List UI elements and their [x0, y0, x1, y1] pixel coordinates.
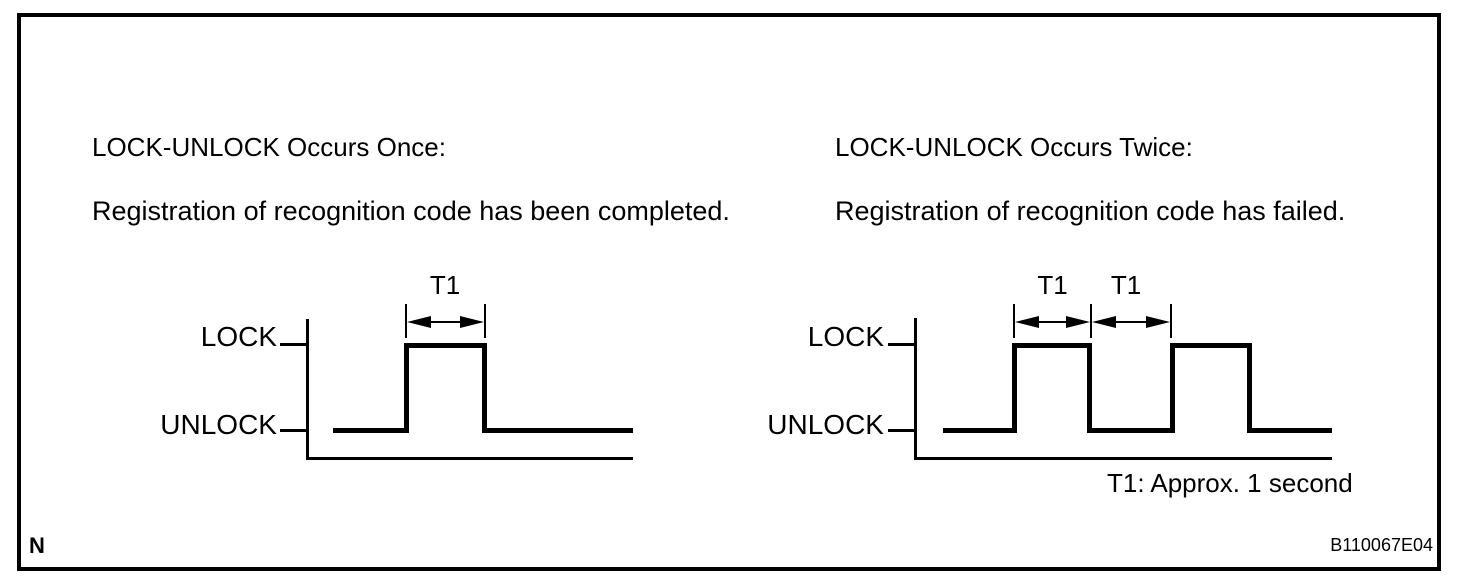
- waveform-rising-edge: [1012, 343, 1017, 433]
- arrowhead-left-icon: [1092, 316, 1116, 328]
- t1-extension-line-left: [1013, 304, 1015, 338]
- horizontal-baseline: [306, 457, 633, 460]
- panel-twice-description: Registration of recognition code has fai…: [835, 196, 1346, 226]
- t1-label: T1: [1110, 270, 1142, 300]
- t1-dimension-arrow-icon: [1015, 315, 1090, 329]
- arrowhead-left-icon: [1015, 316, 1039, 328]
- lock-level-label: LOCK: [807, 321, 884, 352]
- page-marker: N: [29, 533, 45, 558]
- waveform-unlock-segment: [1247, 428, 1332, 433]
- t1-extension-line-right: [484, 304, 486, 338]
- waveform-unlock-segment: [482, 428, 633, 433]
- waveform-unlock-segment: [333, 428, 409, 433]
- horizontal-baseline: [914, 457, 1332, 460]
- waveform-falling-edge: [1087, 343, 1092, 433]
- arrowhead-right-icon: [1146, 316, 1170, 328]
- t1-label: T1: [1037, 270, 1068, 300]
- waveform-lock-segment: [404, 343, 487, 348]
- t1-extension-line-left: [405, 304, 407, 338]
- figure-code: B110067E04: [1330, 535, 1433, 555]
- panel-twice-title: LOCK-UNLOCK Occurs Twice:: [835, 132, 1193, 162]
- waveform-rising-edge: [404, 343, 409, 433]
- arrowhead-left-icon: [407, 316, 431, 328]
- t1-dimension-arrow-icon: [407, 315, 484, 329]
- lock-level-tick: [280, 343, 308, 346]
- unlock-level-label: UNLOCK: [767, 409, 884, 440]
- t1-duration-note: T1: Approx. 1 second: [1107, 468, 1353, 498]
- t1-extension-line-middle: [1090, 304, 1092, 338]
- t1-extension-line-right: [1170, 304, 1172, 338]
- vertical-axis: [914, 318, 917, 460]
- waveform-lock-segment: [1170, 343, 1252, 348]
- vertical-axis: [306, 319, 309, 460]
- unlock-level-tick: [280, 429, 308, 432]
- arrow-shaft: [431, 321, 460, 323]
- panel-once-description: Registration of recognition code has bee…: [92, 196, 730, 226]
- unlock-level-label: UNLOCK: [160, 409, 277, 440]
- figure-border: [17, 13, 1441, 571]
- arrowhead-right-icon: [1066, 316, 1090, 328]
- waveform-falling-edge: [482, 343, 487, 433]
- t1-label: T1: [429, 270, 461, 300]
- arrowhead-right-icon: [460, 316, 484, 328]
- waveform-lock-segment: [1012, 343, 1092, 348]
- unlock-level-tick: [888, 429, 916, 432]
- panel-once-title: LOCK-UNLOCK Occurs Once:: [92, 132, 446, 162]
- waveform-unlock-segment: [1087, 428, 1175, 433]
- lock-level-tick: [888, 343, 916, 346]
- t1-dimension-arrow-icon: [1092, 315, 1170, 329]
- waveform-rising-edge: [1170, 343, 1175, 433]
- waveform-falling-edge: [1247, 343, 1252, 433]
- arrow-shaft: [1116, 321, 1146, 323]
- arrow-shaft: [1039, 321, 1066, 323]
- waveform-unlock-segment: [943, 428, 1017, 433]
- lock-level-label: LOCK: [200, 321, 277, 352]
